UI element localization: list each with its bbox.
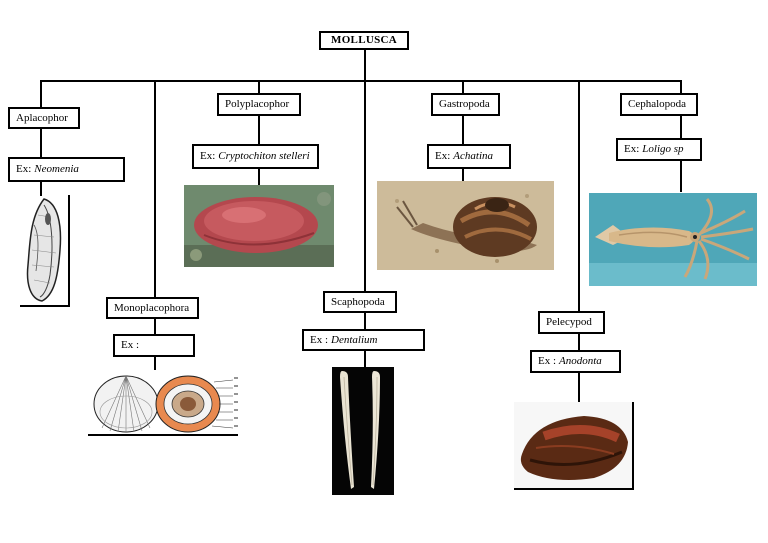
- pelecypod-example-species: Anodonta: [559, 355, 602, 367]
- pelecypod-example-prefix: Ex :: [538, 355, 557, 367]
- polyplacophor-image-connector: [258, 168, 260, 186]
- monoplacophora-class-box: Monoplacophora: [106, 297, 199, 319]
- aplacophor-class-box: Aplacophor: [8, 107, 80, 129]
- pelecypod-class-box: Pelecypod: [538, 311, 605, 334]
- pelecypod-class-label: Pelecypod: [546, 316, 592, 328]
- cephalopoda-example-box: Ex: Loligo sp: [616, 138, 702, 161]
- gastropoda-connector: [462, 80, 464, 94]
- neomenia-drawing-icon: [20, 195, 70, 307]
- cephalopoda-connector: [680, 80, 682, 94]
- scaphopoda-example-connector: [364, 312, 366, 330]
- scaphopoda-class-label: Scaphopoda: [331, 295, 385, 308]
- cephalopoda-example-species: Loligo sp: [642, 143, 684, 155]
- cephalopoda-class-box: Cephalopoda: [620, 93, 698, 116]
- tusk-shell-photo-icon: [332, 367, 394, 495]
- squid-photo-icon: [589, 193, 757, 286]
- monoplacophora-shell-drawing-icon: [88, 368, 238, 436]
- polyplacophor-example-box: Ex: Cryptochiton stelleri: [192, 144, 319, 169]
- cephalopoda-example-connector: [680, 115, 682, 139]
- polyplacophor-class-box: Polyplacophor: [217, 93, 301, 116]
- scaphopoda-connector: [364, 80, 366, 292]
- chiton-photo-icon: [184, 185, 334, 267]
- gastropoda-class-label: Gastropoda: [439, 98, 490, 110]
- polyplacophor-example-connector: [258, 115, 260, 145]
- monoplacophora-image-connector: [154, 356, 156, 370]
- polyplacophor-class-label: Polyplacophor: [225, 98, 290, 110]
- mussel-photo-icon: [514, 402, 634, 490]
- aplacophor-example-box: Ex: Neomenia: [8, 157, 125, 182]
- scaphopoda-example-species: Dentalium: [331, 333, 378, 346]
- monoplacophora-example-connector: [154, 318, 156, 334]
- cephalopoda-example-prefix: Ex:: [624, 143, 640, 155]
- aplacophor-example-prefix: Ex:: [16, 163, 32, 175]
- polyplacophor-example-prefix: Ex:: [200, 150, 216, 162]
- pelecypod-example-box: Ex : Anodonta: [530, 350, 621, 373]
- main-horizontal-connector: [40, 80, 682, 82]
- monoplacophora-connector: [154, 80, 156, 298]
- monoplacophora-example-box: Ex :: [113, 334, 195, 357]
- aplacophor-connector: [40, 80, 42, 108]
- aplacophor-image-connector: [40, 180, 42, 196]
- aplacophor-class-label: Aplacophor: [16, 111, 68, 124]
- gastropoda-class-box: Gastropoda: [431, 93, 500, 116]
- scaphopoda-example-prefix: Ex :: [310, 333, 329, 346]
- gastropoda-example-connector: [462, 115, 464, 145]
- gastropoda-image-connector: [462, 168, 464, 182]
- root-connector: [364, 48, 366, 82]
- monoplacophora-example-prefix: Ex :: [121, 339, 140, 351]
- scaphopoda-image-connector: [364, 350, 366, 368]
- cephalopoda-image-connector: [680, 160, 682, 192]
- pelecypod-connector: [578, 80, 580, 312]
- scaphopoda-class-box: Scaphopoda: [323, 291, 397, 313]
- aplacophor-example-species: Neomenia: [34, 163, 79, 175]
- polyplacophor-example-species: Cryptochiton stelleri: [218, 150, 310, 162]
- mollusca-root-label: MOLLUSCA: [331, 34, 397, 46]
- pelecypod-example-connector: [578, 333, 580, 351]
- monoplacophora-class-label: Monoplacophora: [114, 301, 190, 314]
- gastropoda-example-species: Achatina: [453, 150, 493, 162]
- gastropoda-example-prefix: Ex:: [435, 150, 451, 162]
- mollusca-root-box: MOLLUSCA: [319, 31, 409, 50]
- aplacophor-example-connector: [40, 128, 42, 158]
- polyplacophor-connector: [258, 80, 260, 94]
- gastropoda-example-box: Ex: Achatina: [427, 144, 511, 169]
- snail-photo-icon: [377, 181, 554, 270]
- pelecypod-image-connector: [578, 372, 580, 402]
- cephalopoda-class-label: Cephalopoda: [628, 98, 687, 110]
- scaphopoda-example-box: Ex : Dentalium: [302, 329, 425, 351]
